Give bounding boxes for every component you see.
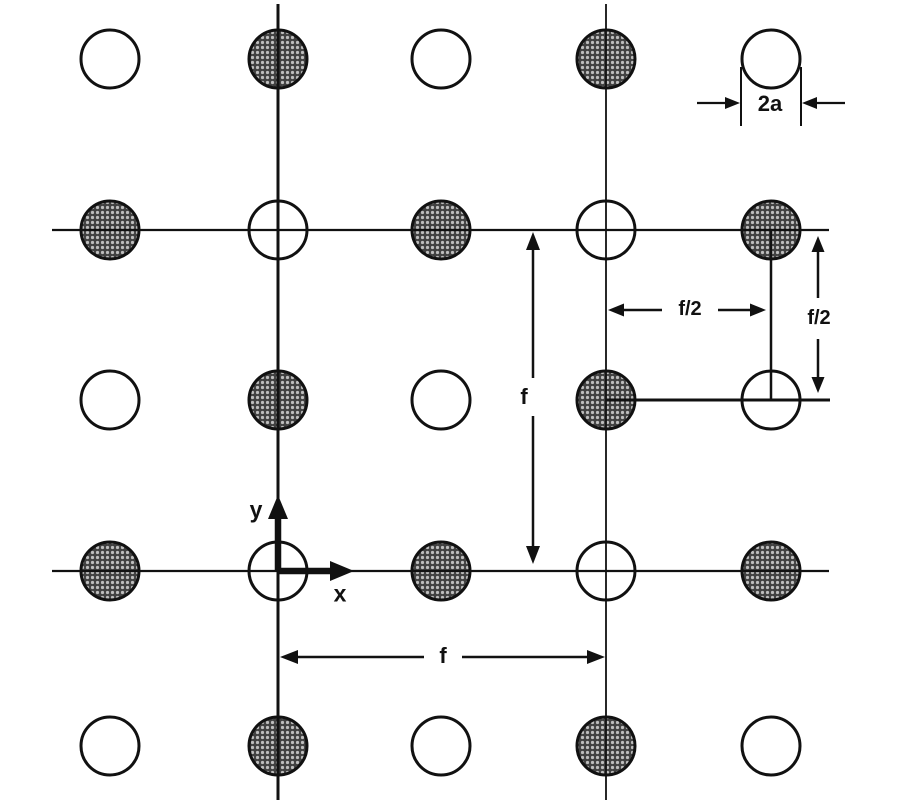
period-vertical-dim-bottom-head bbox=[526, 546, 540, 564]
period-horizontal-dim-right-head bbox=[587, 650, 605, 664]
half-period-vertical-label: f/2 bbox=[807, 307, 831, 329]
half-period-vertical-dim-top-head bbox=[811, 236, 825, 252]
x-axis-label: x bbox=[333, 580, 347, 607]
half-period-horizontal-dim-right-head bbox=[750, 303, 766, 317]
rod-diameter-arrow-right-head bbox=[802, 97, 817, 109]
half-period-horizontal-label: f/2 bbox=[678, 298, 702, 320]
y-axis-arrow-head bbox=[268, 495, 288, 519]
x-axis-arrow-head bbox=[330, 561, 354, 581]
dimension-arrows bbox=[268, 67, 845, 664]
half-period-vertical-dim-bottom-head bbox=[811, 377, 825, 393]
rod-diameter-arrow-left-head bbox=[725, 97, 740, 109]
open-rod bbox=[410, 369, 472, 431]
rod-diameter-label: 2a bbox=[757, 91, 783, 116]
period-horizontal-label: f bbox=[439, 643, 447, 668]
period-vertical-label: f bbox=[520, 384, 528, 409]
open-rod bbox=[79, 369, 141, 431]
lattice-lines bbox=[52, 4, 830, 800]
open-rod bbox=[79, 28, 141, 90]
open-rod bbox=[410, 715, 472, 777]
half-period-horizontal-dim-left-head bbox=[608, 303, 624, 317]
open-rod bbox=[410, 28, 472, 90]
period-horizontal-dim-left-head bbox=[280, 650, 298, 664]
open-rod bbox=[740, 715, 802, 777]
open-rod bbox=[740, 28, 802, 90]
open-rod bbox=[79, 715, 141, 777]
period-vertical-dim-top-head bbox=[526, 232, 540, 250]
y-axis-label: y bbox=[249, 496, 263, 523]
